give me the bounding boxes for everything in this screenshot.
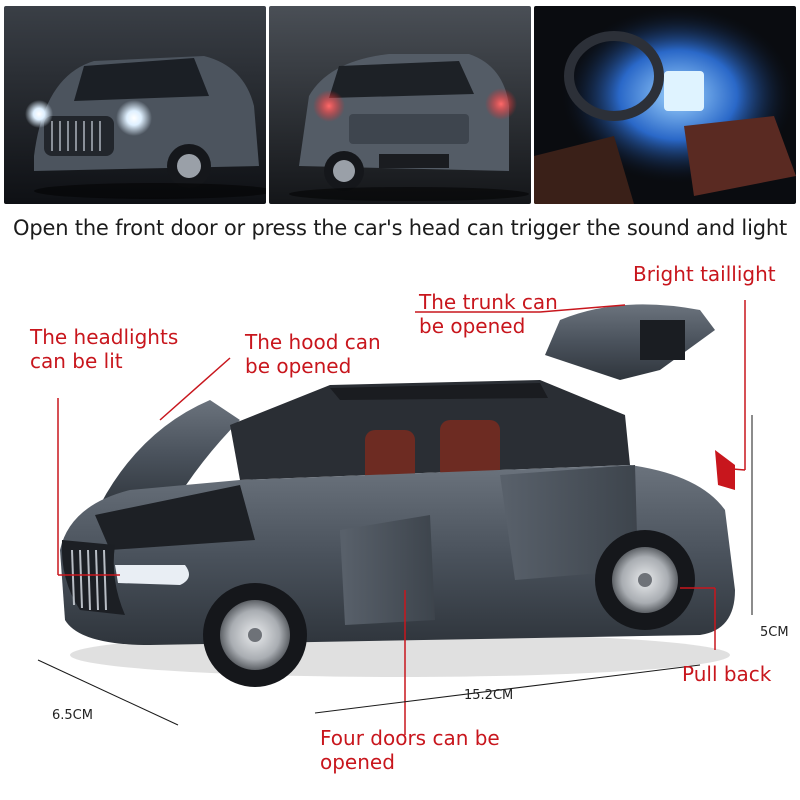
main-product-view: The headlights can be lit The hood can b… xyxy=(0,250,800,800)
dimension-length: 15.2CM xyxy=(464,688,514,703)
callout-lines xyxy=(57,300,746,735)
open-rear-door[interactable] xyxy=(500,465,638,580)
open-front-door[interactable] xyxy=(340,515,435,625)
label-taillight: Bright taillight xyxy=(633,262,776,286)
taillight xyxy=(715,450,735,490)
open-hood[interactable] xyxy=(100,400,240,510)
dimension-width: 6.5CM xyxy=(52,708,93,723)
label-trunk: The trunk can be opened xyxy=(419,290,558,338)
label-doors: Four doors can be opened xyxy=(320,726,500,774)
label-headlights: The headlights can be lit xyxy=(30,325,179,373)
grille-bars xyxy=(71,549,107,611)
photo-rear-taillights xyxy=(269,6,531,204)
feature-caption: Open the front door or press the car's h… xyxy=(13,216,787,240)
dimension-lines xyxy=(37,415,753,726)
headlight xyxy=(115,565,189,585)
dimension-height: 5CM xyxy=(760,625,789,640)
photo-front-headlights xyxy=(4,6,266,204)
label-pullback: Pull back xyxy=(682,662,772,686)
car-illustration xyxy=(37,300,753,735)
label-hood: The hood can be opened xyxy=(245,330,381,378)
photo-interior-lit xyxy=(534,6,796,204)
front-wheel xyxy=(203,583,307,687)
rear-wheel xyxy=(595,530,695,630)
